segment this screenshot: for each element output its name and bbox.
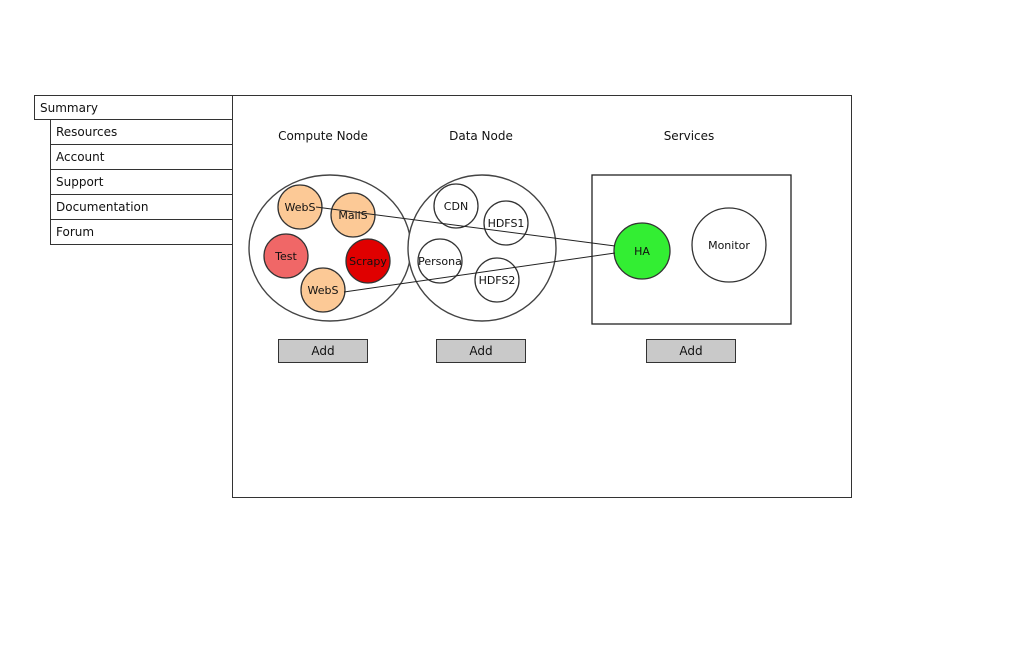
node-test-label: Test	[274, 250, 297, 263]
connection-webs-1-ha	[315, 206, 616, 247]
node-hdfs1[interactable]: HDFS1	[483, 200, 529, 246]
node-webs-1-label: WebS	[285, 201, 316, 214]
services-add-button[interactable]: Add	[646, 339, 736, 363]
node-hdfs2-label: HDFS2	[479, 274, 516, 287]
node-ha[interactable]: HA	[613, 222, 671, 280]
node-mails[interactable]: MailS	[330, 192, 376, 238]
node-webs-2[interactable]: WebS	[300, 267, 346, 313]
services-title: Services	[663, 129, 715, 143]
nav-tab-summary[interactable]: Summary	[34, 95, 234, 120]
node-cdn-label: CDN	[444, 200, 468, 213]
node-monitor[interactable]: Monitor	[691, 207, 767, 283]
data-node-title: Data Node	[449, 129, 513, 143]
compute-node-title: Compute Node	[278, 129, 368, 143]
node-persona-label: Persona	[418, 255, 462, 268]
node-test[interactable]: Test	[263, 233, 309, 279]
nav-tab-account[interactable]: Account	[50, 144, 233, 170]
node-webs-2-label: WebS	[308, 284, 339, 297]
node-scrapy[interactable]: Scrapy	[345, 238, 391, 284]
node-webs-1[interactable]: WebS	[277, 184, 323, 230]
node-mails-label: MailS	[338, 209, 367, 222]
node-scrapy-label: Scrapy	[349, 255, 387, 268]
compute-add-button[interactable]: Add	[278, 339, 368, 363]
data-add-button[interactable]: Add	[436, 339, 526, 363]
node-ha-label: HA	[634, 245, 650, 258]
node-cdn[interactable]: CDN	[433, 183, 479, 229]
node-hdfs1-label: HDFS1	[488, 217, 525, 230]
node-monitor-label: Monitor	[708, 239, 750, 252]
node-hdfs2[interactable]: HDFS2	[474, 257, 520, 303]
node-persona[interactable]: Persona	[417, 238, 463, 284]
connection-webs-2-ha	[343, 252, 616, 293]
nav-tab-documentation[interactable]: Documentation	[50, 194, 233, 220]
nav-tab-forum[interactable]: Forum	[50, 219, 233, 245]
nav-tab-resources[interactable]: Resources	[50, 119, 233, 145]
